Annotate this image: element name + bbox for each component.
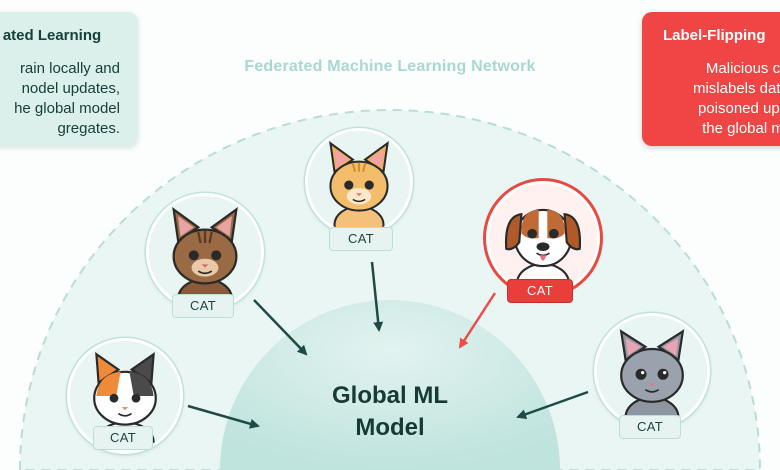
malicious-node-dog: [486, 181, 600, 295]
node-label-tabby: CAT: [172, 294, 234, 318]
label-flipping-card-body: Malicious c mislabels data, poisoned upd…: [658, 59, 780, 139]
federated-learning-card-title: ated Learning: [2, 27, 102, 44]
client-node-orange-cat: [305, 128, 413, 236]
client-node-gray-cat: [594, 313, 710, 429]
card-line: nodel updates,: [21, 80, 120, 97]
node-label-calico: CAT: [93, 426, 153, 450]
card-line: the global m: [702, 120, 780, 137]
card-line: poisoned upd: [697, 100, 780, 117]
network-title: Federated Machine Learning Network: [244, 58, 536, 75]
node-label-gray: CAT: [619, 415, 681, 439]
label-flipping-card-title: Label-Flipping: [663, 27, 766, 44]
card-line: Malicious c: [705, 60, 780, 77]
card-line: rain locally and: [19, 60, 120, 77]
label-flipping-card: Label-Flipping Malicious c mislabels dat…: [642, 12, 780, 146]
global-model-line: Model: [355, 414, 425, 441]
node-label-orange: CAT: [329, 227, 393, 251]
global-model-label: Global ML Model: [300, 380, 480, 444]
client-node-tabby-cat: [146, 193, 264, 311]
dog-icon: [489, 184, 597, 292]
gray-cat-icon: [597, 316, 707, 426]
flipped-node-label: CAT: [507, 279, 573, 303]
orange-cat-icon: [308, 131, 410, 233]
card-line: mislabels data,: [692, 80, 780, 97]
federated-learning-card-body: rain locally and nodel updates, he globa…: [0, 59, 120, 139]
card-line: he global model: [14, 100, 120, 117]
global-model-line: Global ML: [332, 382, 448, 409]
card-line: gregates.: [57, 120, 120, 137]
federated-learning-card: ated Learning rain locally and nodel upd…: [0, 12, 138, 146]
tabby-cat-icon: [149, 196, 261, 308]
